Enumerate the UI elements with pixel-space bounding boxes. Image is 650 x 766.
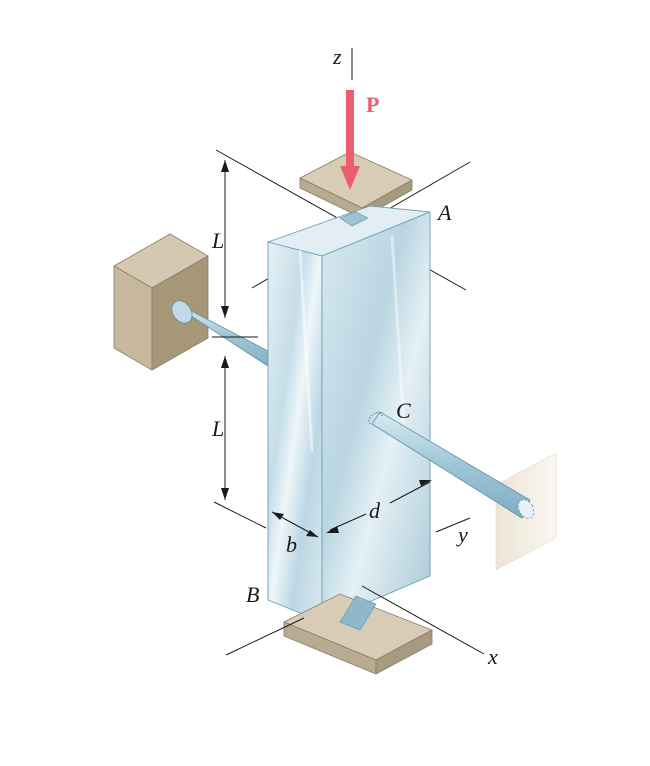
dimension-b-label: b (286, 532, 297, 557)
y-axis-label: y (456, 522, 468, 547)
dimension-l-upper-label: L (211, 228, 224, 253)
column-body (266, 205, 431, 623)
z-axis-label: z (332, 44, 342, 69)
load-arrow-p (340, 90, 360, 190)
dimension-d (326, 480, 432, 533)
left-block-support (113, 233, 209, 371)
bottom-reference-line-1 (225, 617, 305, 656)
point-a-label: A (436, 200, 452, 225)
point-b-label: B (246, 582, 259, 607)
dimension-d-label: d (369, 498, 381, 523)
y-axis-line (435, 517, 471, 533)
bottom-bearing-block (283, 593, 433, 675)
x-axis-label: x (487, 644, 498, 669)
pin-a (339, 211, 369, 227)
dimension-b (271, 511, 319, 538)
x-axis-line (361, 585, 485, 655)
point-c-label: C (396, 398, 411, 423)
dimension-l (212, 160, 267, 529)
dimension-l-lower-label: L (211, 416, 224, 441)
rod-c (368, 411, 535, 519)
load-label: P (366, 92, 379, 117)
